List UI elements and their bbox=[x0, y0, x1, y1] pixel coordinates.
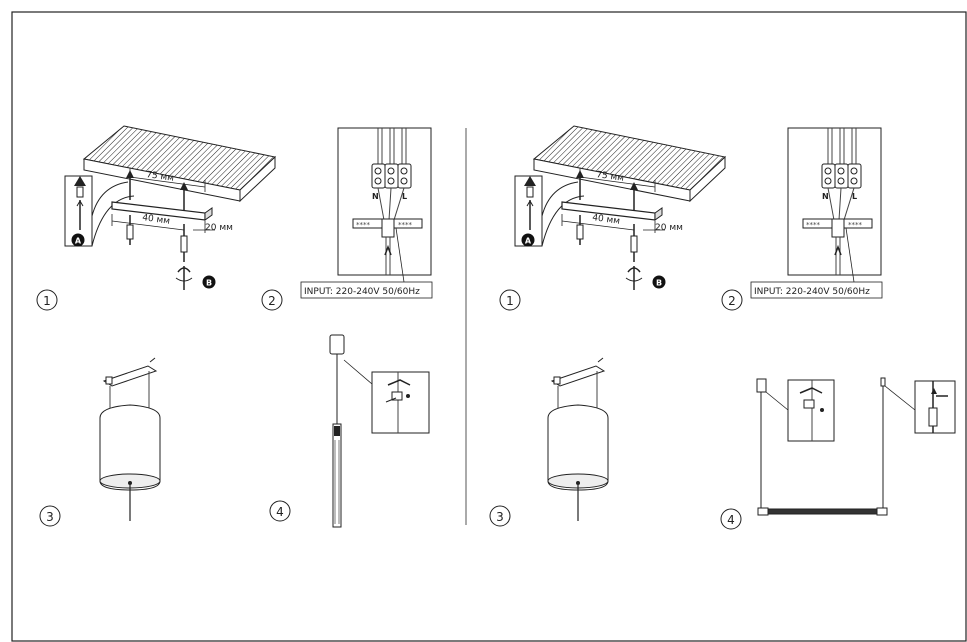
dim-40-label-right: 40 мм bbox=[592, 213, 621, 227]
step-3-number-right: 3 bbox=[496, 510, 504, 524]
badge-b-right bbox=[652, 275, 666, 289]
dim-20-label-right: 20 мм bbox=[655, 223, 683, 233]
step-3-marker-right: 3 bbox=[489, 505, 511, 527]
dim-75-label-right: 75 мм bbox=[596, 170, 625, 184]
right-panel: 75 мм 40 мм 20 мм A B **** **** bbox=[489, 125, 956, 530]
badge-b-label: B bbox=[206, 279, 212, 288]
step-2-diagram-right: **** **** bbox=[750, 127, 883, 299]
step-4-number: 4 bbox=[276, 505, 284, 519]
badge-b bbox=[202, 275, 216, 289]
dim-40-label: 40 мм bbox=[142, 213, 171, 227]
step-1-diagram bbox=[64, 125, 277, 290]
step-1-diagram-right bbox=[514, 125, 727, 290]
left-panel: 75 мм 40 мм 20 мм A B bbox=[36, 125, 433, 528]
dim-75-label: 75 мм bbox=[146, 170, 175, 184]
step-1-number: 1 bbox=[43, 294, 51, 308]
terminal-n-label: N bbox=[372, 192, 379, 201]
step-4-diagram-right bbox=[756, 377, 956, 516]
badge-a-label-right: A bbox=[525, 237, 532, 246]
sheet-border bbox=[11, 11, 967, 642]
step-2-marker: 2 bbox=[261, 289, 283, 311]
step-1-marker: 1 bbox=[36, 289, 58, 311]
step-3-number: 3 bbox=[46, 510, 54, 524]
dim-20-label: 20 мм bbox=[205, 223, 233, 233]
step-3-diagram-right bbox=[547, 357, 609, 521]
input-voltage-label: INPUT: 220-240V 50/60Hz bbox=[304, 287, 420, 297]
step-3-diagram bbox=[99, 357, 161, 521]
terminal-l-label: L bbox=[402, 192, 407, 201]
svg-text:****: **** bbox=[806, 221, 821, 229]
step-4-marker: 4 bbox=[269, 500, 291, 522]
step-1-number-right: 1 bbox=[506, 294, 514, 308]
step-2-marker-right: 2 bbox=[721, 289, 743, 311]
svg-text:****: **** bbox=[356, 221, 371, 229]
step-4-number-right: 4 bbox=[727, 513, 735, 527]
step-2-number: 2 bbox=[268, 294, 276, 308]
step-3-marker: 3 bbox=[39, 505, 61, 527]
step-4-marker-right: 4 bbox=[720, 508, 742, 530]
badge-a-label: A bbox=[75, 237, 82, 246]
terminal-l-label-right: L bbox=[852, 192, 857, 201]
svg-text:****: **** bbox=[848, 221, 863, 229]
svg-text:****: **** bbox=[398, 221, 413, 229]
terminal-n-label-right: N bbox=[822, 192, 829, 201]
step-2-number-right: 2 bbox=[728, 294, 736, 308]
badge-b-label-right: B bbox=[656, 279, 662, 288]
step-4-diagram bbox=[329, 334, 430, 528]
step-1-marker-right: 1 bbox=[499, 289, 521, 311]
badge-a bbox=[71, 233, 85, 247]
step-2-diagram: **** **** bbox=[300, 127, 433, 299]
input-voltage-label-right: INPUT: 220-240V 50/60Hz bbox=[754, 287, 870, 297]
badge-a-right bbox=[521, 233, 535, 247]
